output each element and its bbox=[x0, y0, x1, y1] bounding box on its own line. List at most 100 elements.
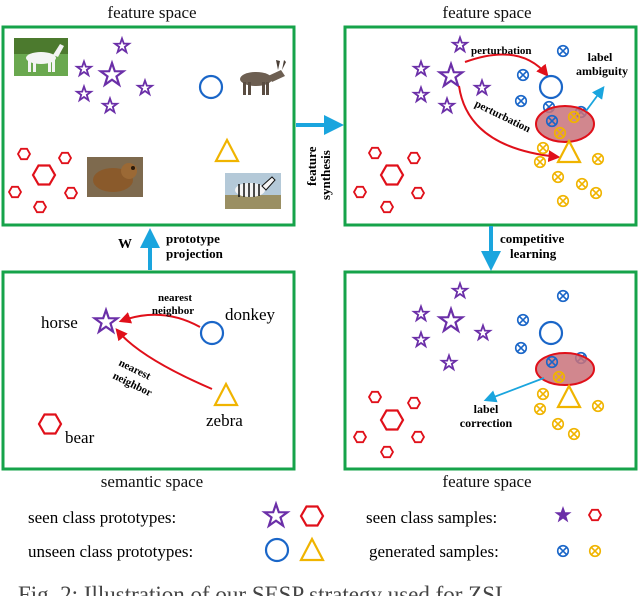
generated-yellow-sample bbox=[551, 417, 565, 431]
generated-yellow-sample bbox=[536, 387, 550, 401]
nearest-neighbor-label-upper-1: nearest bbox=[158, 292, 192, 304]
legend-seen-prototypes: seen class prototypes: bbox=[28, 508, 176, 527]
seen-hex-sample bbox=[353, 430, 367, 444]
legend-seen-star-icon bbox=[263, 502, 289, 527]
zebra-image bbox=[225, 173, 281, 209]
figure-caption: Fig. 2: Illustration of our SESP strateg… bbox=[18, 582, 509, 596]
seen-star-sample bbox=[473, 79, 491, 95]
seen-star-sample bbox=[76, 60, 92, 76]
seen-star-sample bbox=[412, 86, 430, 102]
perturbation-arrow-lower bbox=[458, 85, 561, 163]
bear-prototype-hexagon bbox=[37, 413, 63, 435]
horse-label: horse bbox=[41, 313, 78, 332]
generated-yellow-sample bbox=[533, 402, 547, 416]
zebra-prototype-triangle bbox=[213, 381, 239, 407]
unseen-circle-prototype bbox=[538, 320, 564, 346]
seen-hex-sample bbox=[407, 396, 421, 410]
competitive-learning-label-2: learning bbox=[510, 246, 557, 261]
prototype-projection-label-1: prototype bbox=[166, 231, 220, 246]
bear-image bbox=[87, 157, 143, 197]
generated-blue-sample bbox=[516, 313, 530, 327]
nearest-neighbor-arrow-donkey bbox=[118, 312, 201, 328]
seen-hex-sample bbox=[33, 200, 47, 214]
seen-hex-sample bbox=[8, 185, 22, 199]
bottom-right-title: feature space bbox=[442, 472, 531, 491]
unseen-circle-prototype bbox=[198, 74, 224, 100]
top-left-title: feature space bbox=[107, 3, 196, 22]
seen-hex-prototype bbox=[379, 164, 405, 186]
donkey-label: donkey bbox=[225, 305, 276, 324]
legend-seen-star-sample-icon bbox=[555, 507, 571, 522]
seen-hex-sample bbox=[64, 186, 78, 200]
horse-prototype-star bbox=[93, 308, 119, 333]
generated-yellow-sample bbox=[567, 427, 581, 441]
seen-hex-sample bbox=[17, 147, 31, 161]
seen-hex-sample bbox=[368, 146, 382, 160]
seen-star-sample bbox=[440, 354, 458, 371]
legend-seen-hex-sample-icon bbox=[588, 508, 602, 522]
legend-unseen-prototypes: unseen class prototypes: bbox=[28, 542, 193, 561]
seen-star-sample bbox=[438, 97, 456, 113]
seen-star-sample bbox=[114, 37, 131, 54]
label-correction-pointer bbox=[483, 377, 545, 403]
seen-star-sample bbox=[136, 79, 154, 95]
seen-hex-sample bbox=[368, 390, 382, 404]
seen-star-sample bbox=[102, 97, 118, 113]
seen-star-sample bbox=[474, 324, 492, 341]
feature-synthesis-label-2: synthesis bbox=[318, 150, 333, 200]
donkey-image bbox=[232, 60, 290, 100]
generated-blue-sample bbox=[514, 94, 528, 108]
top-right-panel bbox=[343, 25, 638, 227]
bear-label: bear bbox=[65, 428, 95, 447]
perturbation-label-upper: perturbation bbox=[471, 45, 532, 57]
legend-seen-samples: seen class samples: bbox=[366, 508, 497, 527]
generated-blue-sample bbox=[556, 289, 570, 303]
unseen-triangle-prototype bbox=[556, 383, 582, 409]
generated-yellow-sample bbox=[551, 170, 565, 184]
unseen-circle-prototype bbox=[538, 74, 564, 100]
seen-hex-prototype bbox=[31, 164, 57, 186]
seen-star-sample bbox=[451, 36, 469, 53]
generated-yellow-sample bbox=[591, 152, 605, 166]
seen-star-sample bbox=[76, 85, 92, 101]
generated-yellow-sample bbox=[533, 155, 547, 169]
label-correction-label-1: label bbox=[474, 402, 499, 416]
legend-generated-samples: generated samples: bbox=[369, 542, 499, 561]
zebra-label: zebra bbox=[206, 411, 243, 430]
generated-yellow-sample bbox=[536, 141, 550, 155]
bottom-left-title: semantic space bbox=[101, 472, 203, 491]
label-ambiguity-label-1: label bbox=[588, 50, 613, 64]
label-ambiguity-pointer bbox=[585, 85, 605, 112]
generated-yellow-sample bbox=[556, 194, 570, 208]
feature-synthesis-label-1: feature bbox=[304, 146, 319, 186]
perturbation-arrow-upper bbox=[464, 53, 549, 77]
label-correction-label-2: correction bbox=[460, 416, 513, 430]
seen-star-sample bbox=[412, 60, 430, 76]
generated-blue-sample bbox=[514, 341, 528, 355]
top-right-title: feature space bbox=[442, 3, 531, 22]
generated-yellow-sample bbox=[575, 177, 589, 191]
unseen-triangle-prototype bbox=[556, 138, 582, 164]
label-ambiguity-label-2: ambiguity bbox=[576, 64, 628, 78]
horse-image bbox=[14, 38, 68, 76]
seen-hex-sample bbox=[411, 186, 425, 200]
bottom-left-panel bbox=[1, 270, 296, 471]
seen-hex-sample bbox=[353, 185, 367, 199]
label-ambiguity-region bbox=[535, 105, 595, 143]
seen-star-sample bbox=[412, 331, 430, 348]
seen-star-prototype bbox=[438, 62, 464, 87]
seen-star-sample bbox=[451, 282, 469, 299]
top-left-panel bbox=[1, 25, 296, 227]
legend-seen-hexagon-icon bbox=[299, 505, 325, 527]
legend-unseen-circle-icon bbox=[264, 537, 290, 563]
legend-unseen-triangle-icon bbox=[299, 536, 325, 562]
seen-hex-sample bbox=[380, 445, 394, 459]
label-correction-region bbox=[535, 352, 595, 386]
generated-yellow-sample bbox=[589, 186, 603, 200]
legend-generated-blue-icon bbox=[556, 544, 570, 558]
seen-hex-sample bbox=[411, 430, 425, 444]
unseen-triangle-prototype bbox=[214, 137, 240, 163]
generated-blue-sample bbox=[556, 44, 570, 58]
competitive-learning-label-1: competitive bbox=[500, 231, 564, 246]
